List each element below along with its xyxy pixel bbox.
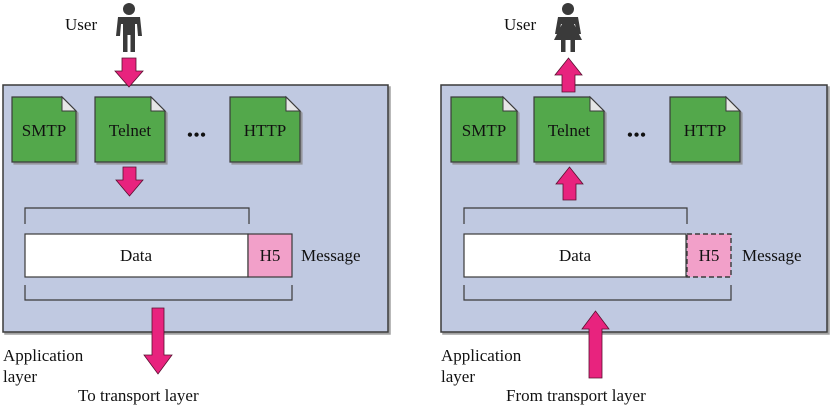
- left-message-bracket-bottom: [24, 285, 293, 301]
- right-h5-label: H5: [699, 246, 720, 265]
- left-h5-header: [247, 233, 293, 278]
- right-message-bracket-top: [463, 207, 688, 224]
- man-icon: [116, 3, 142, 52]
- right-doc-http-label: HTTP: [684, 121, 727, 140]
- right-doc-smtp-label: SMTP: [462, 121, 506, 140]
- left-doc-telnet-label: Telnet: [109, 121, 152, 140]
- woman-icon: [554, 3, 582, 52]
- right-message-label: Message: [742, 246, 801, 265]
- right-arrow-from-transport: [581, 310, 610, 379]
- left-layer-label-line2: layer: [3, 367, 37, 386]
- right-doc-http: HTTP: [669, 95, 742, 163]
- left-doc-http: HTTP: [229, 95, 302, 163]
- right-transport-label: From transport layer: [506, 386, 646, 405]
- right-arrow-telnet-to-user: [554, 57, 583, 93]
- right-data-label: Data: [559, 246, 592, 265]
- right-arrow-message-to-telnet: [555, 166, 584, 201]
- left-ellipsis: •••: [187, 127, 207, 144]
- right-ellipsis: •••: [627, 127, 647, 144]
- right-user-label: User: [504, 15, 536, 34]
- right-doc-telnet: Telnet: [533, 95, 606, 163]
- right-doc-smtp: SMTP: [450, 95, 519, 163]
- left-arrow-user-to-telnet: [114, 57, 144, 88]
- left-data-label: Data: [120, 246, 153, 265]
- right-doc-telnet-label: Telnet: [548, 121, 591, 140]
- left-h5-label: H5: [260, 246, 281, 265]
- left-arrow-to-transport: [143, 307, 173, 375]
- right-layer-label-line2: layer: [441, 367, 475, 386]
- left-arrow-telnet-to-message: [115, 166, 144, 197]
- left-transport-label: To transport layer: [78, 386, 199, 405]
- left-sender-side: User SMTP Telnet ••• HTTP Da: [2, 3, 389, 405]
- right-message-bracket-bottom: [463, 285, 732, 301]
- left-doc-http-label: HTTP: [244, 121, 287, 140]
- right-data-box: [463, 233, 687, 278]
- left-layer-label-line1: Application: [3, 346, 84, 365]
- right-receiver-side: User SMTP Telnet ••• HTTP Da: [440, 3, 828, 405]
- left-doc-telnet: Telnet: [94, 95, 167, 163]
- left-doc-smtp: SMTP: [11, 95, 78, 163]
- right-layer-label-line1: Application: [441, 346, 522, 365]
- left-doc-smtp-label: SMTP: [22, 121, 66, 140]
- left-message-label: Message: [301, 246, 360, 265]
- right-h5-header: [686, 233, 732, 278]
- left-message-bracket-top: [24, 207, 250, 224]
- left-user-label: User: [65, 15, 97, 34]
